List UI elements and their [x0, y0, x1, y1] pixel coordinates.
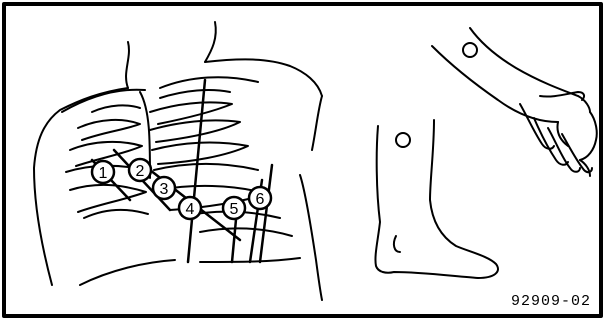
right-ribs — [150, 90, 292, 236]
chest-reference-lines — [92, 80, 272, 262]
electrode-6-label: 6 — [256, 191, 265, 208]
figure-reference-code: 92909-02 — [511, 293, 591, 310]
arm-electrode-marker — [463, 43, 477, 57]
electrode-2-label: 2 — [136, 163, 145, 180]
arm-and-hand — [432, 28, 597, 176]
electrode-6-marker: 6 — [249, 187, 271, 209]
electrode-1-marker: 1 — [92, 161, 114, 183]
electrode-3-marker: 3 — [153, 177, 175, 199]
electrode-4-marker: 4 — [179, 197, 201, 219]
electrode-3-label: 3 — [160, 181, 169, 198]
electrode-4-label: 4 — [186, 201, 195, 218]
leg-electrode-marker — [396, 133, 410, 147]
electrode-5-label: 5 — [230, 201, 239, 218]
electrode-2-marker: 2 — [129, 159, 151, 181]
leg-and-foot — [375, 120, 498, 278]
electrode-1-label: 1 — [99, 165, 108, 182]
torso-outline — [34, 22, 322, 300]
electrode-5-marker: 5 — [223, 197, 245, 219]
